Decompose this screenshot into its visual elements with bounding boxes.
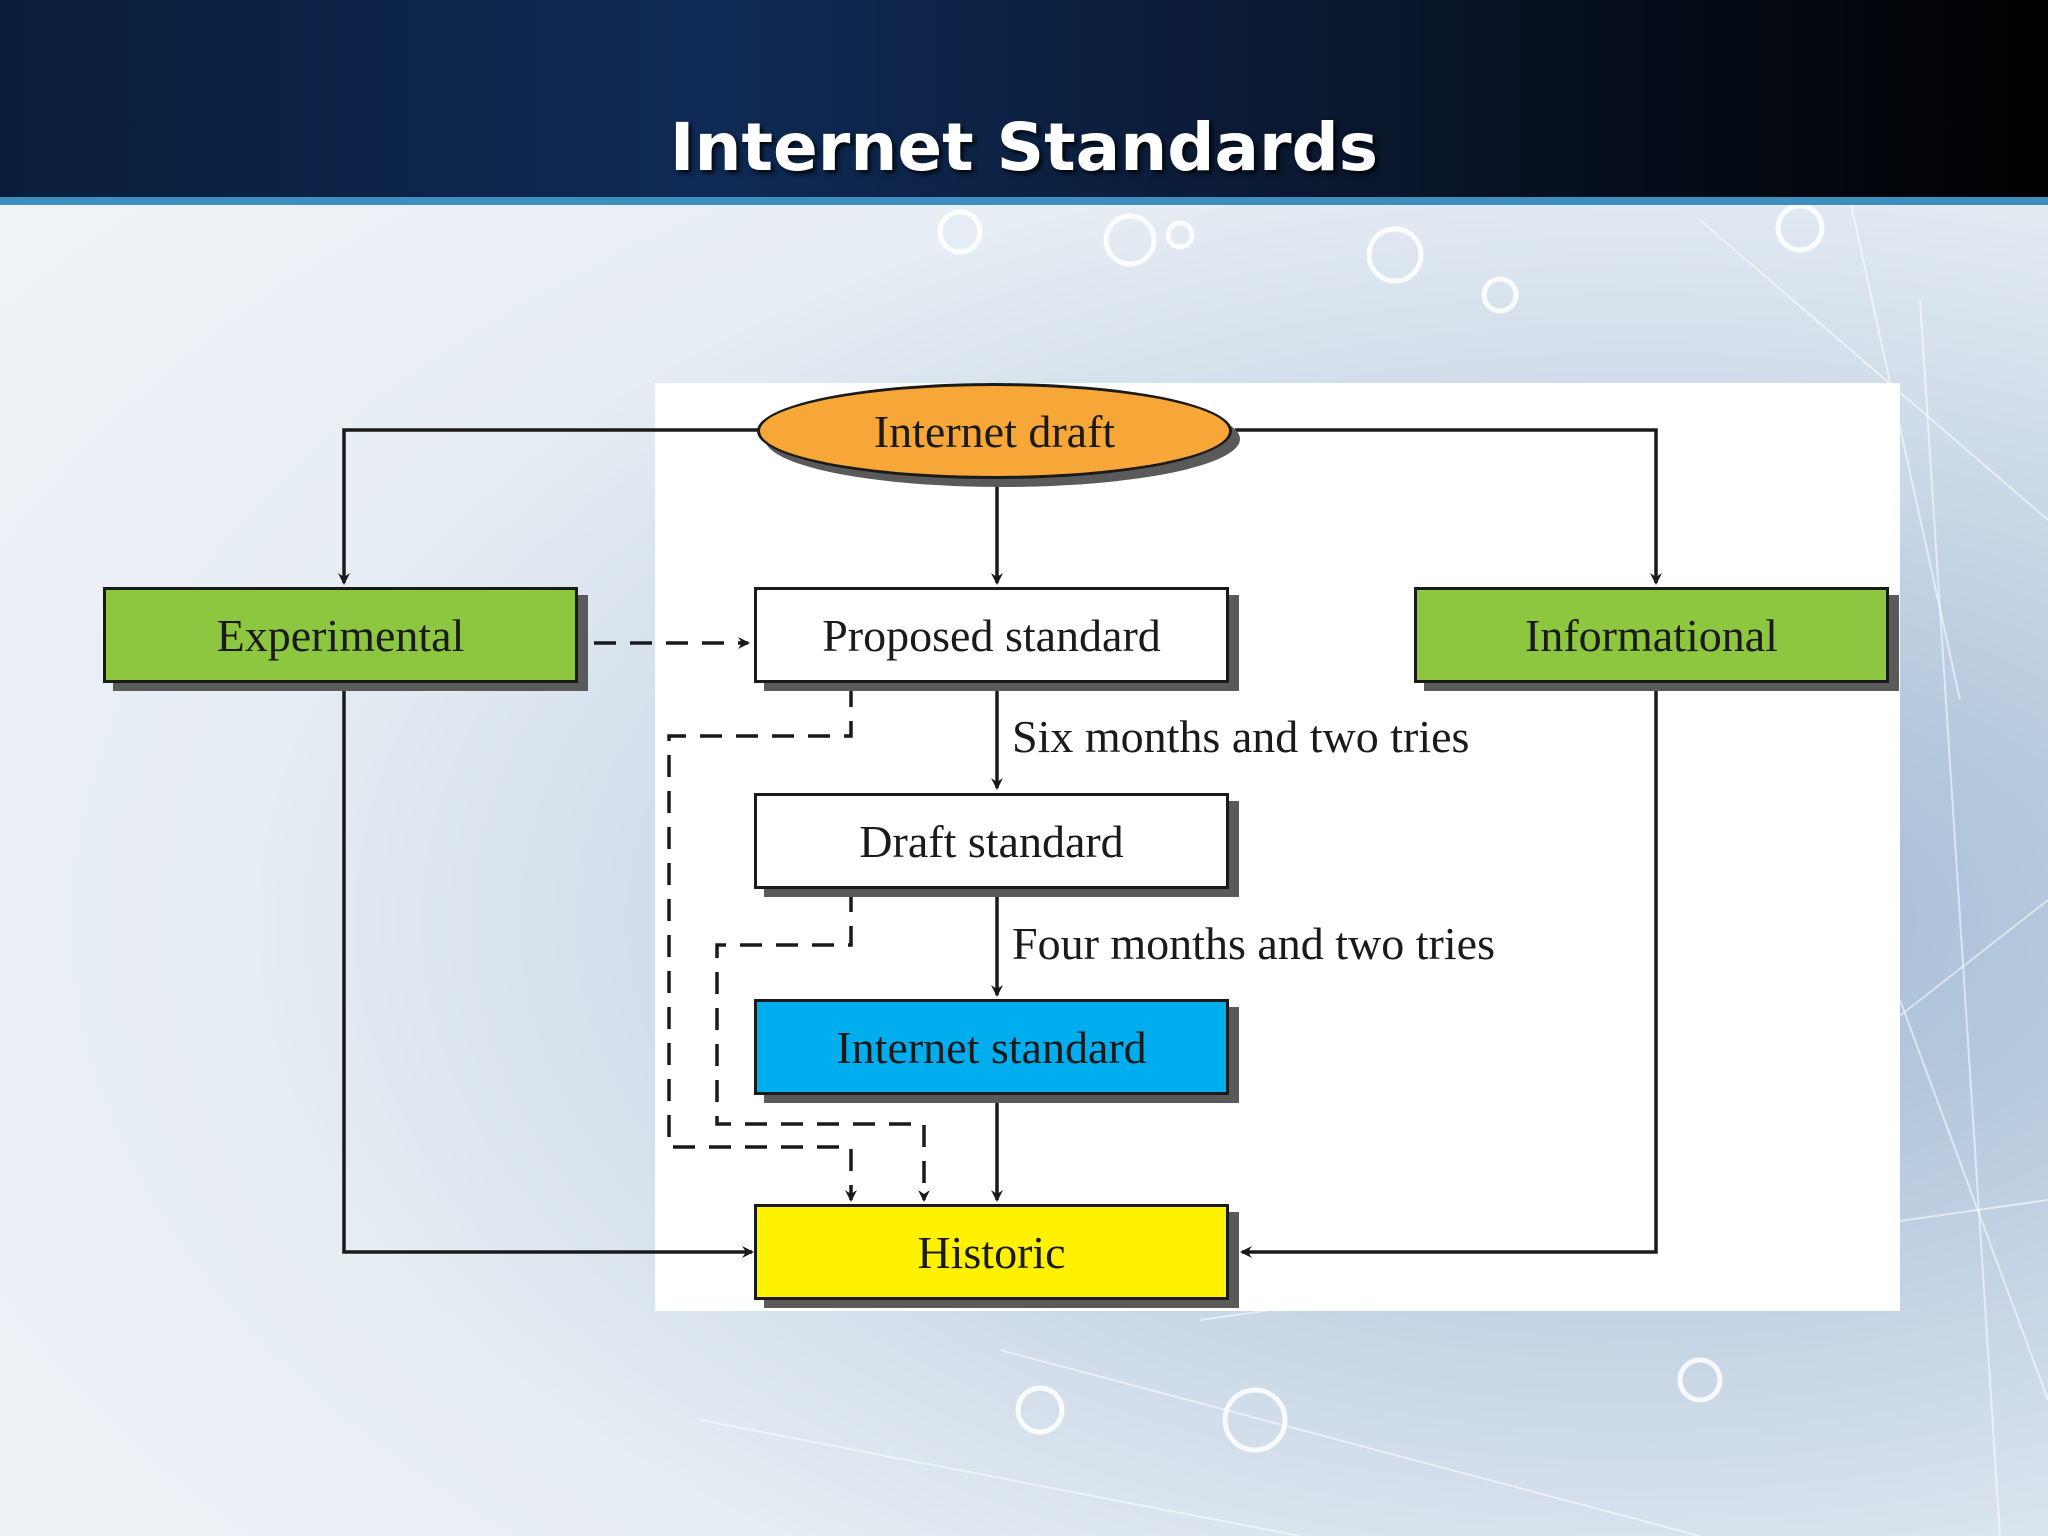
- header-band: [0, 0, 2048, 205]
- node-draft-standard: Draft standard: [754, 793, 1229, 889]
- node-historic: Historic: [754, 1204, 1229, 1300]
- node-internet-standard: Internet standard: [754, 999, 1229, 1095]
- dashed-arrow-draftstd-to-historic: [715, 890, 930, 1202]
- slide-title: Internet Standards: [669, 109, 1379, 186]
- dashed-arrow-proposed-to-historic: [667, 685, 857, 1202]
- arrow-experimental-to-historic: [342, 685, 754, 1258]
- label-six-months: Six months and two tries: [1012, 711, 1470, 762]
- node-experimental: Experimental: [103, 587, 578, 683]
- label-four-months: Four months and two tries: [1012, 918, 1495, 969]
- arrow-draft-to-informational: [1235, 428, 1662, 585]
- node-proposed-standard: Proposed standard: [754, 587, 1229, 683]
- arrow-draft-to-experimental: [338, 428, 760, 585]
- node-informational: Informational: [1414, 587, 1889, 683]
- arrow-informational-to-historic: [1240, 685, 1658, 1258]
- node-internet-draft: Internet draft: [757, 383, 1232, 479]
